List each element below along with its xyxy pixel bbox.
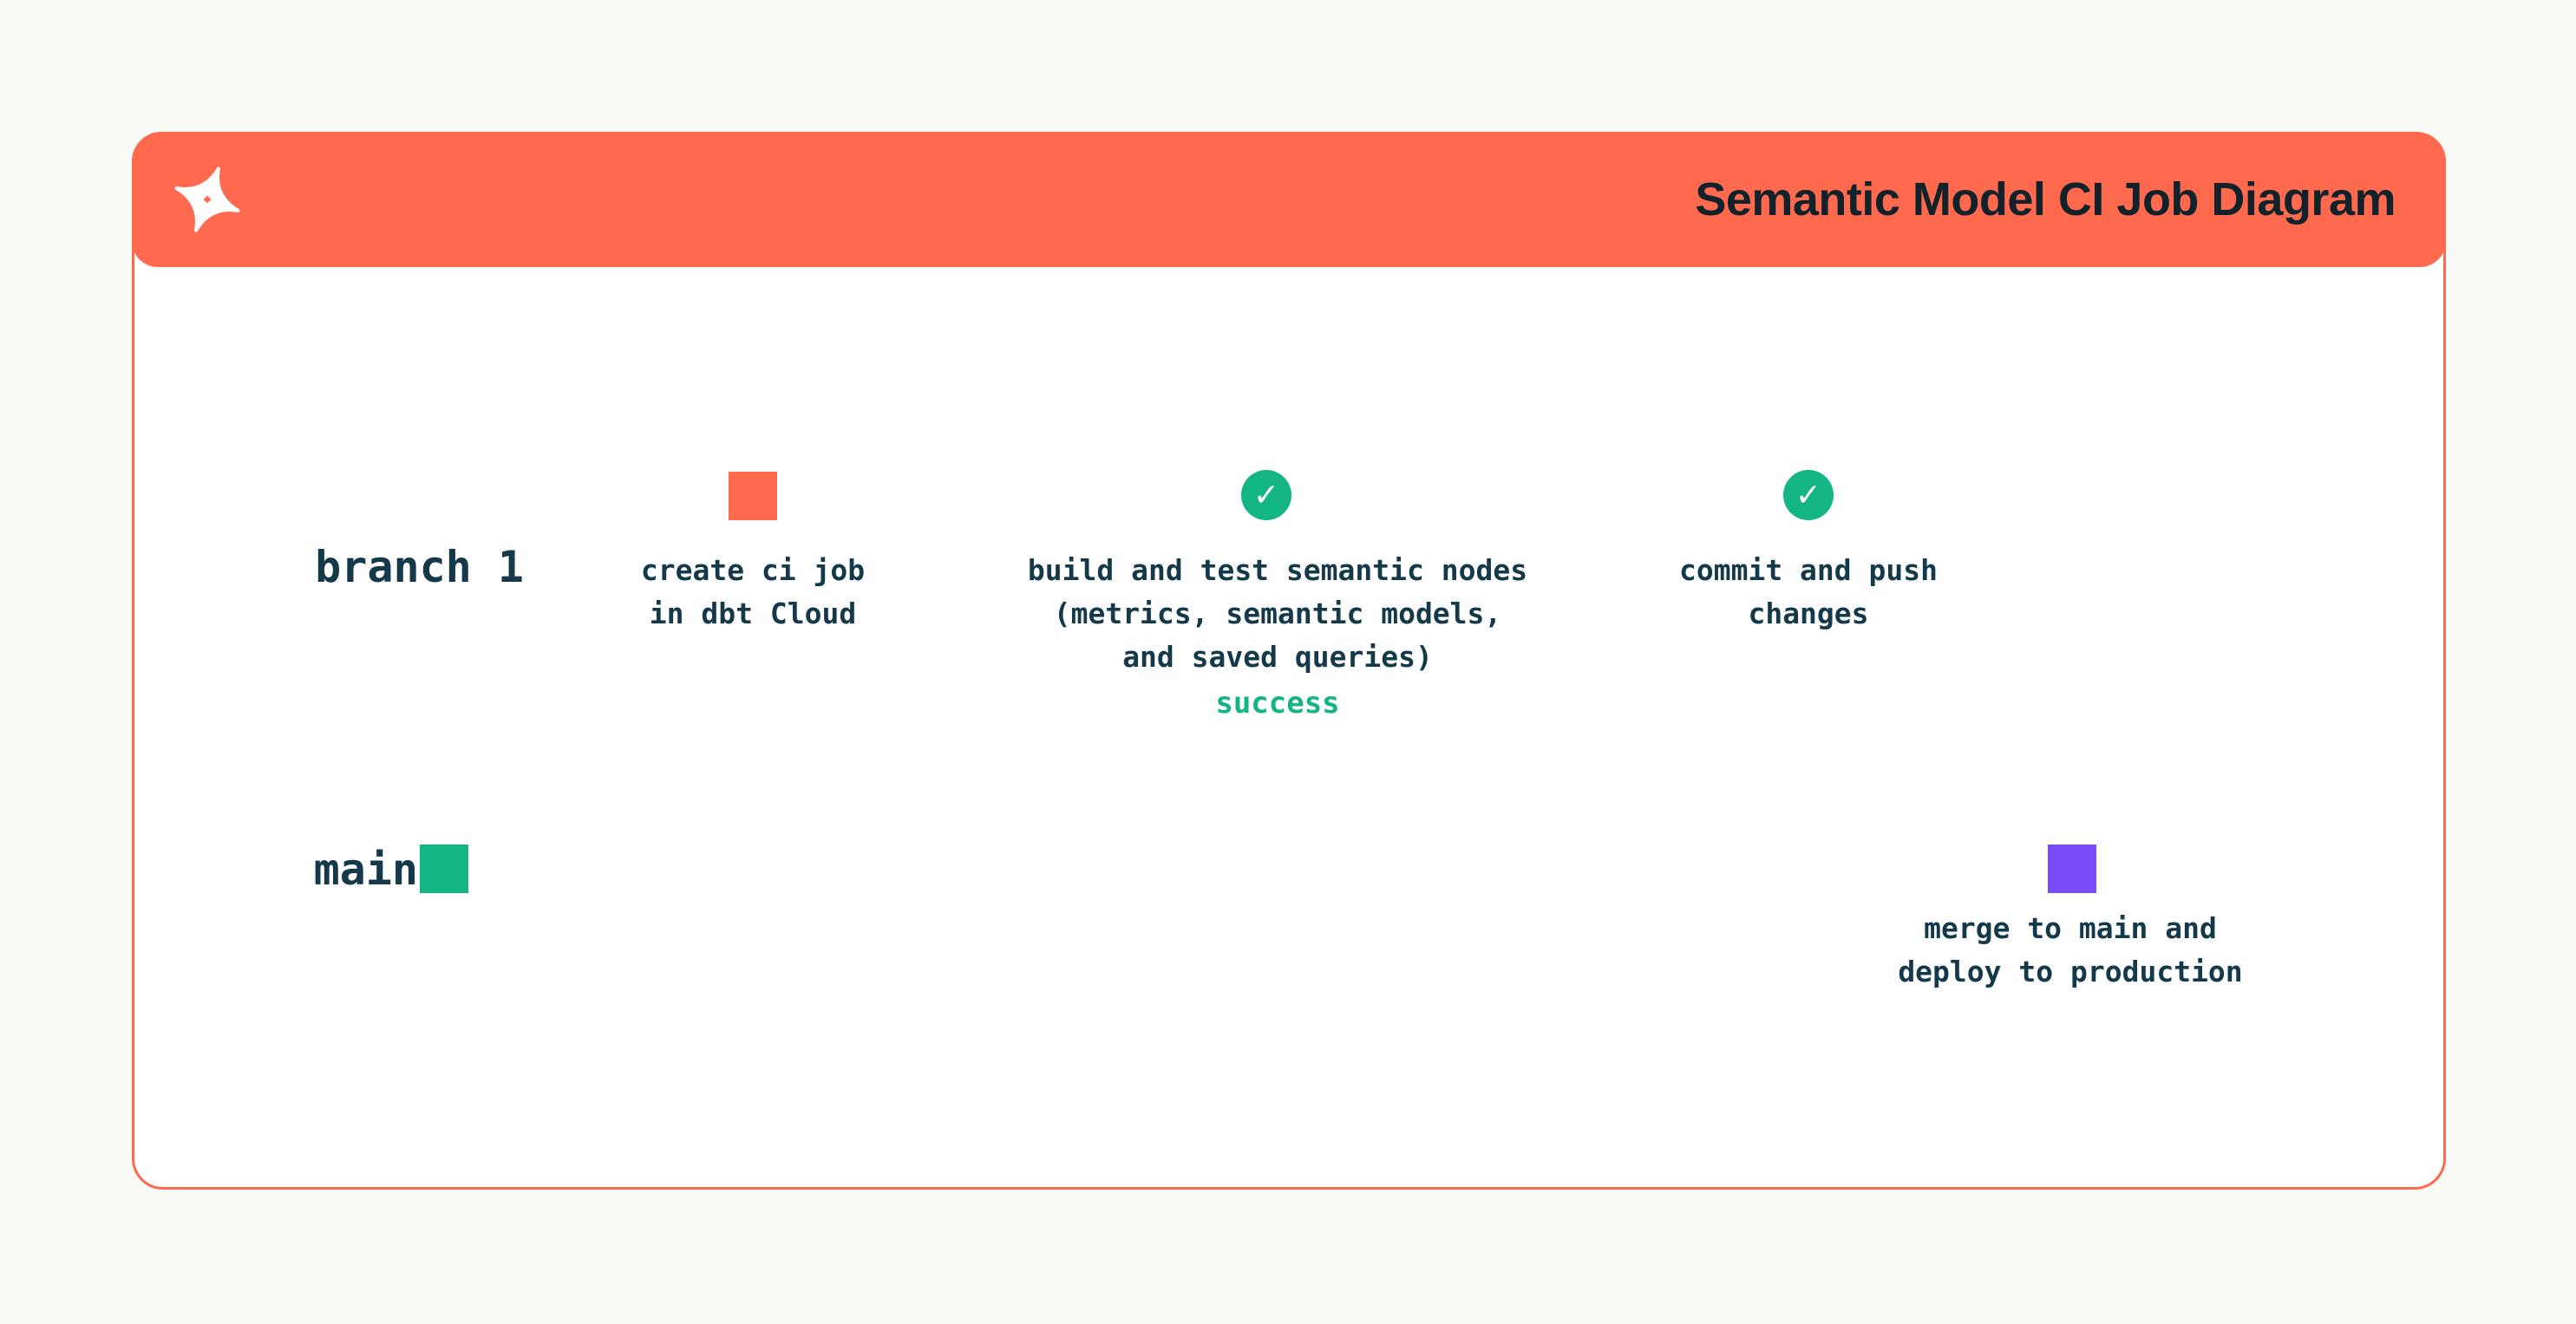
build-test-label: build and test semantic nodes (metrics, … (974, 549, 1581, 679)
label-line: build and test semantic nodes (1027, 553, 1528, 587)
check-glyph: ✓ (1252, 477, 1280, 513)
branch-1-label: branch 1 (315, 542, 524, 592)
main-label: main (313, 845, 418, 895)
merge-commit-square (2048, 845, 2096, 893)
success-label: success (1215, 686, 1340, 721)
check-glyph: ✓ (1795, 477, 1822, 513)
main-start-commit-square (420, 845, 468, 893)
label-line: (metrics, semantic models, (1053, 597, 1502, 630)
diagram-card: Semantic Model CI Job Diagram (132, 132, 2446, 1190)
label-line: create ci job (640, 553, 866, 587)
create-ci-job-label: create ci job in dbt Cloud (493, 549, 1013, 636)
label-line: commit and push (1678, 553, 1938, 587)
create-ci-job-commit-square (729, 472, 777, 520)
dbt-logo-icon (174, 166, 240, 232)
merge-deploy-label: merge to main and deploy to production (1810, 907, 2331, 994)
label-line: and saved queries) (1122, 640, 1433, 674)
commit-push-label: commit and push changes (1548, 549, 2069, 636)
label-line: changes (1748, 597, 1869, 630)
commit-push-check-icon: ✓ (1783, 470, 1834, 520)
label-line: in dbt Cloud (649, 597, 857, 630)
build-test-check-icon: ✓ (1241, 470, 1291, 520)
card-header: Semantic Model CI Job Diagram (132, 132, 2446, 267)
label-line: deploy to production (1898, 955, 2243, 988)
page-title: Semantic Model CI Job Diagram (1695, 173, 2396, 225)
label-line: merge to main and (1924, 911, 2217, 945)
